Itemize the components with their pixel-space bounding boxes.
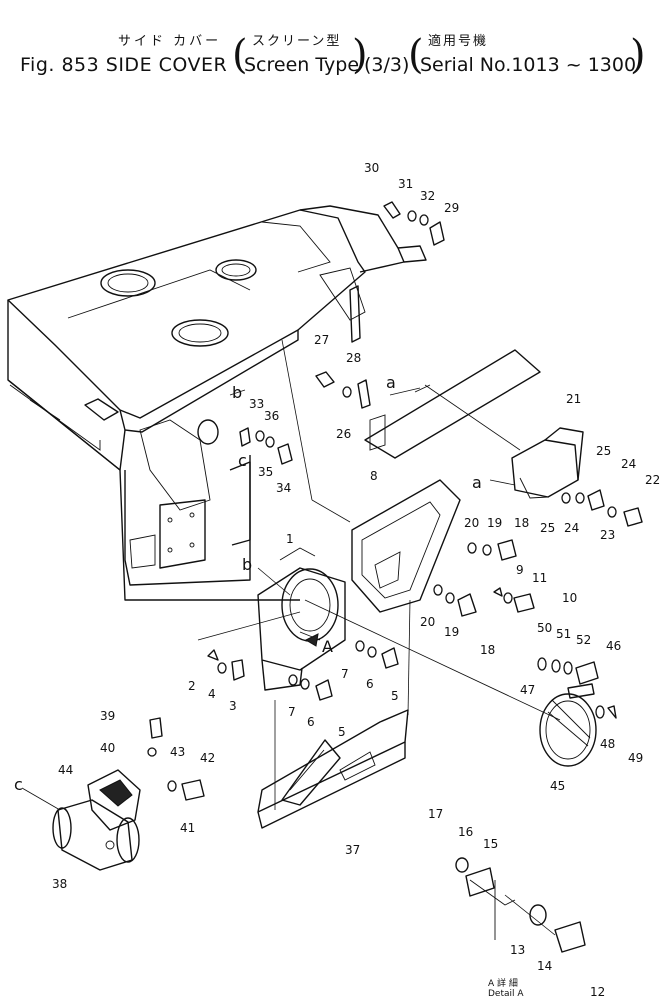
callout-6: 6: [366, 677, 374, 691]
callout-24: 24: [621, 457, 636, 471]
figure-title-block: サイド カバー Fig. 853 SIDE COVER ( スクリーン型 Scr…: [0, 0, 662, 90]
assembly-lines: [21, 339, 561, 936]
callout-1: 1: [286, 532, 294, 546]
screen-type-label: Screen Type: [244, 54, 360, 76]
ref-letter-b: b: [232, 383, 242, 402]
figure-title: Fig. 853 SIDE COVER: [20, 54, 228, 76]
part-45-round-cover: [539, 693, 597, 767]
machine-frame: [7, 205, 427, 601]
callout-35: 35: [258, 465, 273, 479]
callout-50: 50: [537, 621, 552, 635]
callout-5: 5: [338, 725, 346, 739]
callout-34: 34: [276, 481, 291, 495]
callout-7: 7: [341, 667, 349, 681]
callout-42: 42: [200, 751, 215, 765]
callout-48: 48: [600, 737, 615, 751]
callout-52: 52: [576, 633, 591, 647]
ref-letter-c: c: [238, 451, 247, 470]
ref-letter-a: a: [472, 473, 482, 492]
part-8-bracket: [351, 479, 461, 613]
ref-letter-a: a: [386, 373, 396, 392]
callout-11: 11: [532, 571, 547, 585]
detail-a-label: A 詳 細 Detail A: [488, 977, 524, 998]
callout-20: 20: [464, 516, 479, 530]
callout-17: 17: [428, 807, 443, 821]
callout-38: 38: [52, 877, 67, 891]
title-japanese: サイド カバー: [118, 34, 222, 49]
callout-31: 31: [398, 177, 413, 191]
callout-23: 23: [600, 528, 615, 542]
callout-18: 18: [514, 516, 529, 530]
view-arrow-label: A: [322, 637, 333, 656]
serial-japanese: 適用号機: [428, 34, 489, 49]
callout-32: 32: [420, 189, 435, 203]
callout-40: 40: [100, 741, 115, 755]
detail-label-japanese: A 詳 細: [488, 977, 518, 989]
part-21-box: [511, 427, 584, 499]
ref-letter-c: c: [14, 775, 23, 794]
ref-letter-b: b: [242, 555, 252, 574]
detail-label-english: Detail A: [488, 989, 524, 998]
callout-13: 13: [510, 943, 525, 957]
callout-5: 5: [391, 689, 399, 703]
callout-51: 51: [556, 627, 571, 641]
sheet-number: (3/3): [364, 54, 410, 76]
callout-14: 14: [537, 959, 552, 973]
callout-44: 44: [58, 763, 73, 777]
screen-type-japanese: スクリーン型: [252, 34, 342, 49]
callout-41: 41: [180, 821, 195, 835]
callout-43: 43: [170, 745, 185, 759]
callout-12: 12: [590, 985, 605, 998]
callout-3: 3: [229, 699, 237, 713]
fasteners: [147, 201, 643, 801]
callout-49: 49: [628, 751, 643, 765]
callout-19: 19: [444, 625, 459, 639]
callout-27: 27: [314, 333, 329, 347]
callout-33: 33: [249, 397, 264, 411]
coupling-assembly: [52, 769, 141, 871]
callout-26: 26: [336, 427, 351, 441]
callout-36: 36: [264, 409, 279, 423]
callout-39: 39: [100, 709, 115, 723]
callout-24: 24: [564, 521, 579, 535]
callout-25: 25: [596, 444, 611, 458]
callout-25: 25: [540, 521, 555, 535]
callout-30: 30: [364, 161, 379, 175]
close-paren-decoration: ): [352, 32, 368, 78]
callout-7: 7: [288, 705, 296, 719]
callout-15: 15: [483, 837, 498, 851]
part-1-cover: [257, 547, 346, 691]
callout-6: 6: [307, 715, 315, 729]
callout-8: 8: [370, 469, 378, 483]
open-paren-decoration: (: [232, 32, 248, 78]
callout-9: 9: [516, 563, 524, 577]
callout-18: 18: [480, 643, 495, 657]
callout-16: 16: [458, 825, 473, 839]
close-paren-decoration: ): [630, 32, 646, 78]
callout-4: 4: [208, 687, 216, 701]
callout-19: 19: [487, 516, 502, 530]
callout-46: 46: [606, 639, 621, 653]
callout-37: 37: [345, 843, 360, 857]
callout-47: 47: [520, 683, 535, 697]
callout-2: 2: [188, 679, 196, 693]
callout-21: 21: [566, 392, 581, 406]
serial-range: Serial No.1013 ~ 1300: [420, 54, 637, 76]
upper-right-panel: [364, 349, 541, 459]
callout-20: 20: [420, 615, 435, 629]
callout-28: 28: [346, 351, 361, 365]
open-paren-decoration: (: [408, 32, 424, 78]
detail-a-parts: [455, 857, 586, 953]
callout-labels: 1 2 3 4 5 5 6 6 7 7 8 9 10 11 12 13 14 1…: [52, 161, 660, 998]
callout-22: 22: [645, 473, 660, 487]
callout-10: 10: [562, 591, 577, 605]
callout-45: 45: [550, 779, 565, 793]
callout-29: 29: [444, 201, 459, 215]
part-37-lower-panel: [257, 709, 409, 829]
view-arrow-icon: [304, 633, 319, 647]
reference-letters: a a b b c c A: [14, 373, 482, 794]
